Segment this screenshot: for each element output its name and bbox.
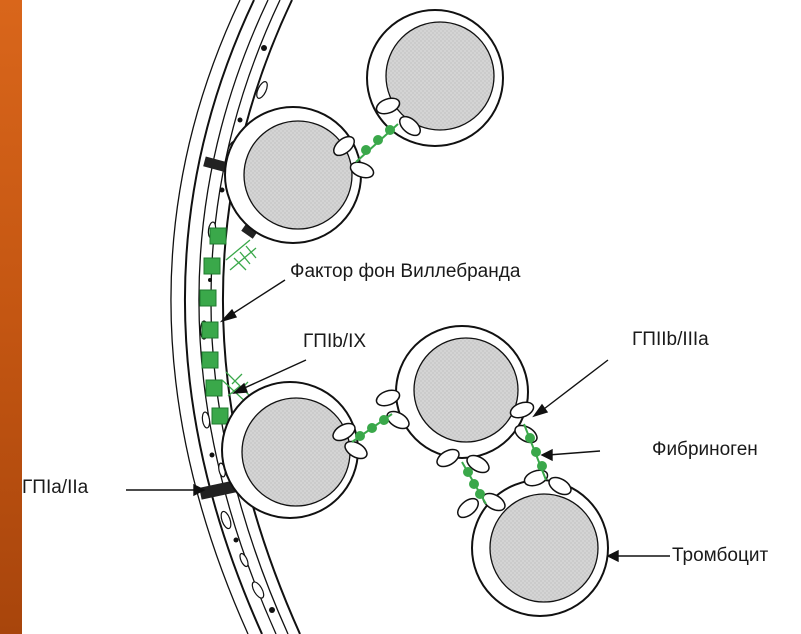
platelet-top bbox=[367, 10, 503, 146]
label-fibrinogen: Фибриноген bbox=[652, 440, 758, 459]
label-gp2b: ГПIIb/IIIa bbox=[632, 330, 709, 349]
platelet-lower-wall bbox=[222, 382, 358, 518]
label-platelet: Тромбоцит bbox=[672, 546, 768, 565]
platelet-upper-wall bbox=[225, 107, 361, 243]
platelet-middle bbox=[396, 326, 528, 458]
label-gp1a: ГПIa/IIa bbox=[22, 478, 88, 497]
label-gp1b: ГПIb/IX bbox=[303, 332, 366, 351]
label-vwf: Фактор фон Виллебранда bbox=[290, 262, 520, 281]
